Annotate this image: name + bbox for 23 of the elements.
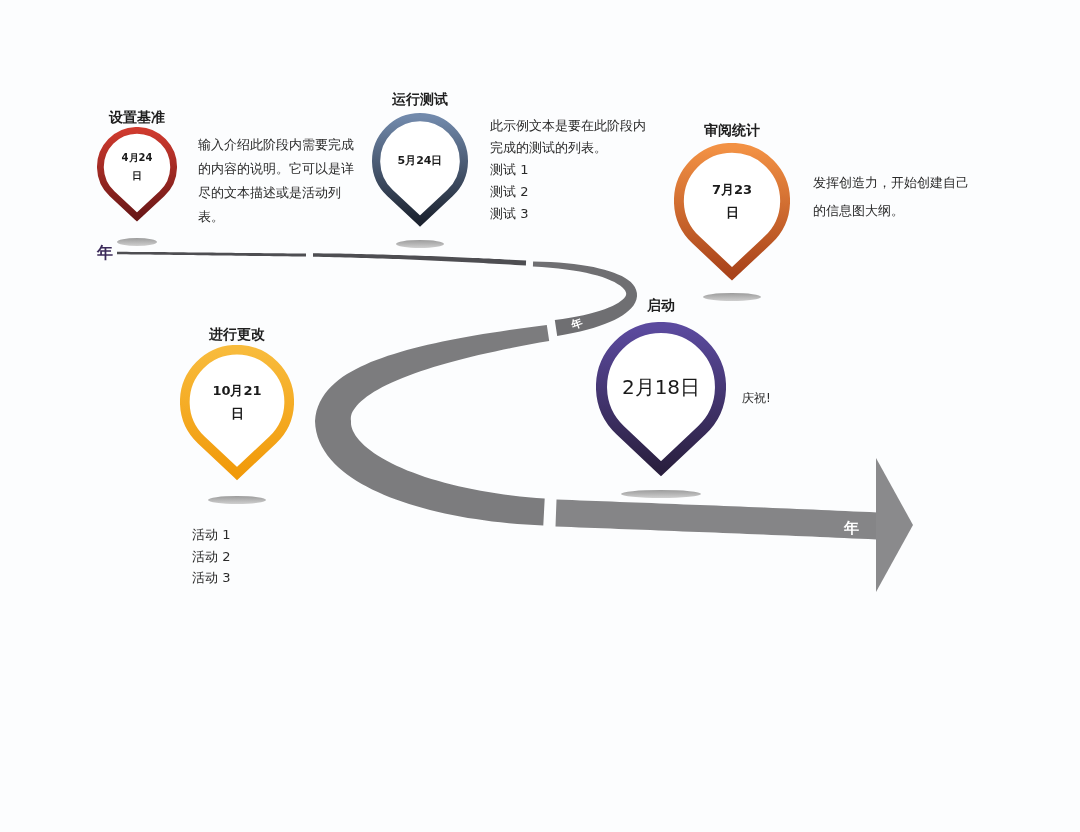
year-label: 年 xyxy=(97,245,113,261)
list-item: 活动 2 xyxy=(192,547,232,566)
list-item: 活动 3 xyxy=(192,569,232,587)
list-item: 活动 1 xyxy=(192,526,232,544)
description-text: 此示例文本是要在此阶段内完成的测试的列表。 xyxy=(490,117,647,157)
date-label: 7月23日 xyxy=(710,181,754,222)
list-item: 测试 2 xyxy=(490,183,530,201)
description-text: 发挥创造力，开始创建自己的信息图大纲。 xyxy=(813,174,970,220)
stage-title: 启动 xyxy=(646,297,676,314)
description-text: 庆祝! xyxy=(742,390,772,407)
list-item: 测试 1 xyxy=(490,161,530,179)
date-label: 5月24日 xyxy=(396,153,444,169)
year-label: 年 xyxy=(569,316,585,332)
date-label: 10月21日 xyxy=(211,382,263,423)
description-text: 输入介绍此阶段内需要完成的内容的说明。它可以是详尽的文本描述或是活动列表。 xyxy=(198,136,355,226)
stage-title: 设置基准 xyxy=(107,109,166,126)
stage-title: 审阅统计 xyxy=(703,122,761,139)
year-label: 年 xyxy=(843,520,859,536)
date-label: 4月24日 xyxy=(120,151,154,183)
stage-title: 进行更改 xyxy=(208,326,266,343)
list-item: 测试 3 xyxy=(490,205,530,223)
date-label: 2月18日 xyxy=(620,374,702,401)
stage-title: 运行测试 xyxy=(391,91,449,108)
